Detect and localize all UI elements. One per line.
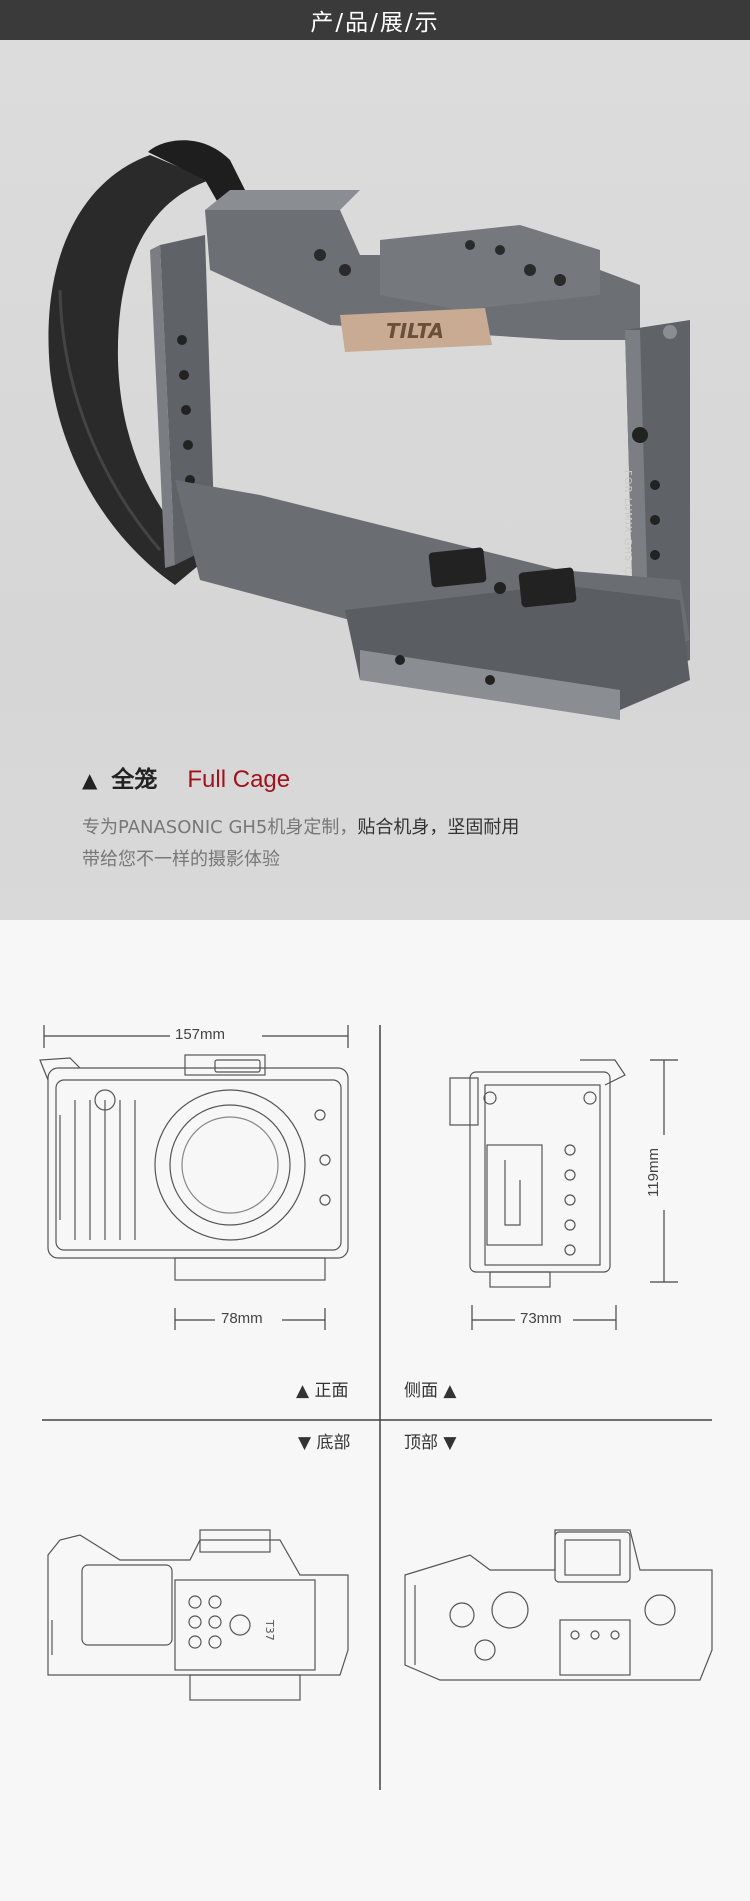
desc-line-1: 专为PANASONIC GH5机身定制，贴合机身，坚固耐用 [82,812,682,844]
bottom-plate [175,480,690,720]
section-title: 产/品/展/示 [310,10,440,36]
product-description: 专为PANASONIC GH5机身定制，贴合机身，坚固耐用 带给您不一样的摄影体… [82,812,682,876]
bottom-view-mark: T37 [263,1619,276,1641]
front-view-drawing [39,1054,349,1281]
header-bar: 产/品/展/示 [0,0,750,40]
caption-triangle-icon: ▲ [82,768,98,792]
hero-section: TILTA FOR LUMIX GH5 CAGE ▲ [0,40,750,920]
front-base-dimension [174,1308,326,1330]
desc-line-1-plain: 专为PANASONIC GH5机身定制， [82,817,358,838]
camera-cage-image: TILTA FOR LUMIX GH5 CAGE [48,140,690,720]
bottom-view-drawing [47,1529,349,1701]
side-width-label: 73mm [517,1310,565,1327]
front-base-label: 78mm [218,1310,266,1327]
front-width-label: 157mm [172,1026,229,1043]
diagram-lines: T37 [39,1025,713,1790]
front-width-dimension [43,1025,349,1048]
caption-cn: 全笼 [111,767,158,793]
desc-line-1-strong: 贴合机身，坚固耐用 [357,817,520,838]
caption-en: Full Cage [187,766,291,793]
side-view-label: 侧面 ▲ [404,1381,457,1401]
side-height-dimension [650,1059,678,1283]
side-engraving-text: FOR LUMIX GH5 CAGE [622,470,633,598]
bottom-view-label: ▼ 底部 [298,1433,351,1453]
front-view-label: ▲ 正面 [296,1381,349,1401]
brand-plate-text: TILTA [386,319,444,343]
top-bar: TILTA [205,190,640,352]
top-view-label: 顶部 ▼ [404,1433,457,1453]
left-upright [150,235,215,568]
side-view-drawing [449,1059,626,1288]
side-width-dimension [471,1305,617,1330]
side-height-label: 119mm [644,1145,662,1200]
desc-line-2: 带给您不一样的摄影体验 [82,849,280,870]
dimension-diagrams: T37 157mm 78mm 73mm 119mm ▲ 正面 侧面 ▲ ▼ 底部… [0,920,750,1901]
top-view-drawing [404,1529,713,1681]
product-caption: ▲ 全笼 Full Cage [82,760,290,794]
